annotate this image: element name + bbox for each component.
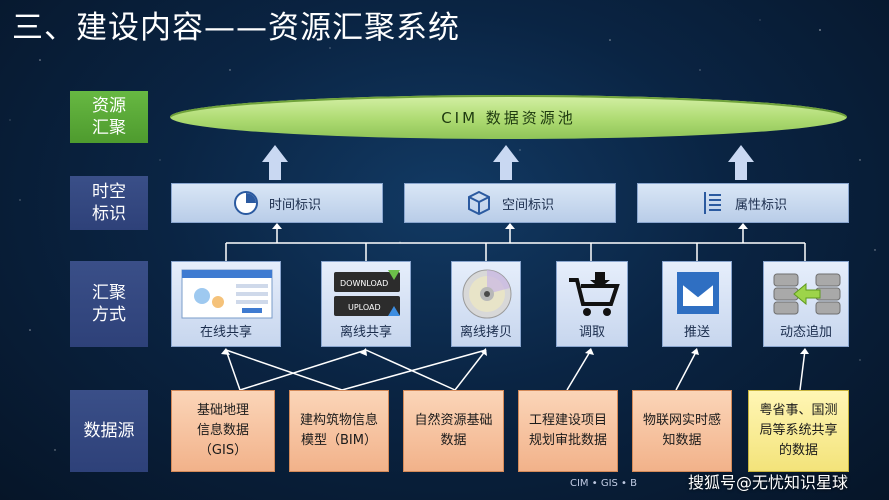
list-icon [703,192,721,214]
row-label-sources: 数据源 [70,390,148,472]
download-text: DOWNLOAD [340,279,388,288]
method-label: 离线拷贝 [459,325,512,340]
footer-text: CIM • GIS • B [570,478,637,489]
spacetime-label: 空间标识 [501,197,554,213]
source-box-iot: 物联网实时感 知数据 [632,390,732,472]
cim-pool-label: CIM 数据资源池 [441,108,576,127]
source-label: 基础地理 信息数据 （GIS） [196,403,249,458]
source-label: 工程建设项目 规划审批数据 [528,413,607,448]
row-label-spacetime: 时空 标识 [70,176,148,230]
source-box-construction-approval: 工程建设项目 规划审批数据 [518,390,618,472]
clock-icon [233,191,258,215]
disc-icon [462,269,512,319]
web-portal-icon [181,269,273,319]
spacetime-box-space: 空间标识 [404,183,616,223]
spacetime-box-time: 时间标识 [171,183,383,223]
spacetime-box-attribute: 属性标识 [637,183,849,223]
cube-icon [467,190,490,216]
spacetime-label: 时间标识 [268,197,321,213]
source-label: 自然资源基础 数据 [414,413,493,448]
source-box-gis: 基础地理 信息数据 （GIS） [171,390,275,472]
method-label: 在线共享 [199,325,252,340]
source-box-natural-resources: 自然资源基础 数据 [403,390,504,472]
method-label: 动态追加 [779,325,832,340]
upload-text: UPLOAD [348,303,381,312]
source-label: 建构筑物信息 模型（BIM） [299,413,378,448]
up-arrow-icon [262,145,288,180]
method-box-retrieve: 调取 [556,261,628,347]
up-arrow-icon [493,145,519,180]
method-box-push: 推送 [662,261,732,347]
spacetime-label: 属性标识 [734,197,787,213]
shopping-cart-icon [569,272,620,316]
method-box-offline-copy: 离线拷贝 [451,261,521,347]
method-label: 离线共享 [339,325,392,340]
row-label-pool: 资源 汇聚 [70,91,148,143]
mail-icon [677,272,719,314]
database-sync-icon [773,273,841,315]
method-box-dynamic-append: 动态追加 [763,261,849,347]
watermark: 搜狐号@无忧知识星球 [688,473,849,492]
method-box-offline-share: DOWNLOAD UPLOAD 离线共享 [321,261,411,347]
download-upload-icon: DOWNLOAD UPLOAD [334,270,400,316]
source-label: 物联网实时感 知数据 [642,413,721,448]
page-title: 三、建设内容——资源汇聚系统 [12,10,460,46]
source-box-bim: 建构筑物信息 模型（BIM） [289,390,389,472]
row-label-methods: 汇聚 方式 [70,261,148,347]
source-label: 粤省事、国测 局等系统共享 的数据 [759,403,838,458]
up-arrow-icon [728,145,754,180]
cim-resource-pool: CIM 数据资源池 [170,95,847,139]
source-box-shared-systems: 粤省事、国测 局等系统共享 的数据 [748,390,849,472]
method-box-online-share: 在线共享 [171,261,281,347]
method-label: 调取 [578,325,605,340]
method-label: 推送 [683,325,710,340]
